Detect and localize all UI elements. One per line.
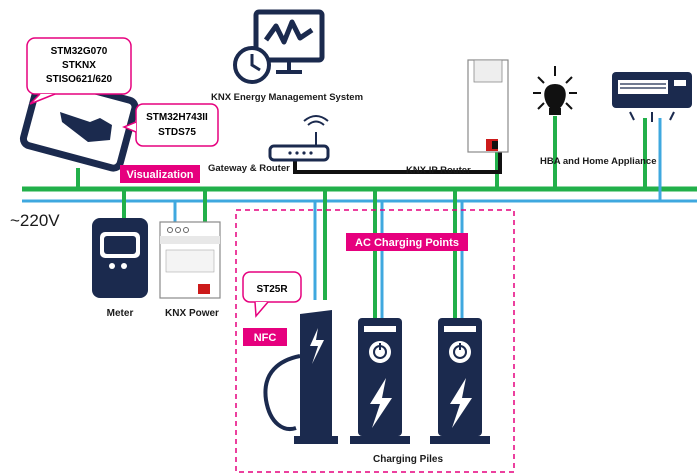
- charging-pile-icon: [430, 318, 490, 444]
- chips-tablet-callout: STM32G070 STKNX STISO621/620: [26, 37, 132, 105]
- knx-power-device: [159, 221, 221, 299]
- label-text: AC Charging Points: [355, 237, 459, 249]
- visualization-tag: Visualization: [120, 165, 200, 183]
- clock-icon: [233, 46, 271, 84]
- energy-system-label: KNX Energy Management System: [211, 92, 363, 103]
- voltage-label: ~220V: [10, 211, 60, 230]
- meter-label: Meter: [107, 308, 134, 319]
- charging-region-outline: [235, 209, 515, 473]
- charging-piles-label: Charging Piles: [373, 454, 443, 465]
- monitor-icon: [253, 9, 325, 74]
- chip-label: STM32G070: [51, 46, 108, 57]
- ip-router-device: [467, 59, 509, 153]
- light-bulb-icon: [533, 66, 577, 115]
- chip-label: STKNX: [62, 60, 96, 71]
- label-text: NFC: [254, 332, 277, 344]
- router-icon: [268, 115, 330, 162]
- meter-icon: [92, 218, 148, 298]
- air-conditioner-icon: [612, 72, 692, 122]
- label-text: ST25R: [256, 284, 288, 295]
- bus-lines: [22, 116, 697, 318]
- gateway-router-label: Gateway & Router: [208, 163, 290, 174]
- hba-label: HBA and Home Appliance: [540, 156, 656, 167]
- ip-router-label: KNX IP Router: [406, 165, 471, 176]
- chip-label: STISO621/620: [46, 74, 113, 85]
- chips-gateway-callout: STM32H743II STDS75: [122, 103, 219, 147]
- label-text: Visualization: [126, 169, 193, 181]
- chip-label: STDS75: [158, 127, 196, 138]
- ac-charging-points-tag: AC Charging Points: [346, 233, 468, 251]
- knx-power-label: KNX Power: [165, 308, 219, 319]
- nfc-tag: NFC: [243, 328, 287, 346]
- charging-pile-icon: [350, 318, 410, 444]
- chips-nfc-callout: ST25R: [242, 271, 302, 318]
- chip-label: STM32H743II: [146, 112, 208, 123]
- nfc-charging-pole-icon: [263, 310, 338, 444]
